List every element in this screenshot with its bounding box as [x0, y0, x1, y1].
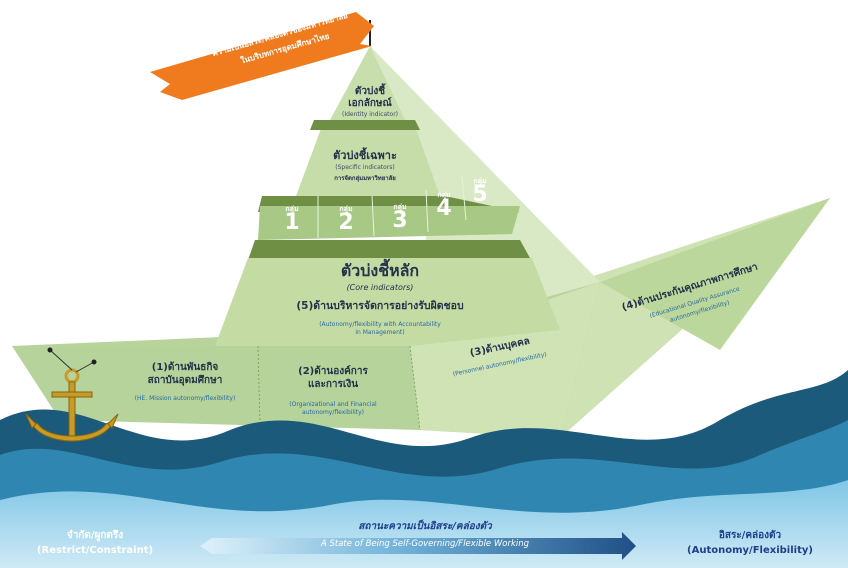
dim2-en-1: (Organizational and Financial — [289, 401, 377, 408]
group-4-number: 4 — [436, 196, 452, 221]
core-title: ตัวบ่งชี้หลัก — [340, 261, 420, 280]
scale-right-th: อิสระ/คล่องตัว — [718, 530, 782, 541]
group-strip — [258, 206, 520, 240]
dim1-en: (HE. Mission autonomy/flexibility) — [134, 395, 236, 402]
hull-divider-1 — [257, 345, 261, 426]
tier-identity — [330, 46, 405, 120]
group-3-label: กลุ่ม — [393, 203, 407, 211]
stern-shade — [600, 198, 830, 350]
specific-title: ตัวบ่งชี้เฉพาะ — [333, 149, 397, 162]
group-5-number: 5 — [472, 182, 488, 207]
anchor-rope-1 — [49, 349, 73, 371]
dim5-en-1: (Autonomy/flexibility with Accountabilit… — [319, 321, 441, 328]
group-1-label: กลุ่ม — [285, 205, 299, 213]
tier-core — [215, 258, 560, 346]
dim2-title-1: (2)ด้านองค์การ — [298, 366, 368, 377]
group-5-label: กลุ่ม — [473, 177, 487, 185]
group-3-number: 3 — [392, 208, 408, 233]
group-4-label: กลุ่ม — [437, 191, 451, 199]
group-line-2 — [371, 195, 375, 237]
dim5-en-2: in Management) — [355, 329, 405, 336]
identity-title-1: ตัวบ่งชี้ — [354, 86, 386, 97]
identity-title-2: เอกลักษณ์ — [348, 98, 392, 109]
dim1-title-2: สถาบันอุดมศึกษา — [147, 375, 223, 386]
scale-right-en: (Autonomy/Flexibility) — [687, 545, 813, 556]
group-1-number: 1 — [284, 210, 300, 235]
tier-specific — [296, 126, 440, 196]
group-line-4 — [461, 175, 467, 221]
group-2-label: กลุ่ม — [339, 205, 353, 213]
scale-arrow-tail — [200, 538, 212, 554]
scale-left-en: (Restrict/Constraint) — [36, 545, 154, 556]
scale-left-th: จำกัด/ผูกตรึง — [66, 530, 124, 541]
flag-banner — [150, 12, 374, 100]
dim2-en-2: autonomy/flexibility) — [301, 409, 365, 416]
specific-subtitle: (Specific indicators) — [335, 164, 395, 171]
tier-band-1 — [310, 120, 420, 130]
scale-arrow — [212, 532, 636, 560]
scale-center-en: A State of Being Self-Governing/Flexible… — [320, 539, 530, 549]
dim2-title-2: และการเงิน — [307, 379, 359, 390]
rope-pin-1 — [47, 347, 53, 353]
rope-pin-2 — [91, 359, 97, 365]
core-subtitle: (Core indicators) — [346, 283, 414, 292]
dim5-title: (5)ด้านบริหารจัดการอย่างรับผิดชอบ — [296, 300, 464, 312]
identity-subtitle: (Identity indicator) — [342, 111, 398, 118]
anchor-rope-2 — [75, 361, 95, 373]
dim1-title-1: (1)ด้านพันธกิจ — [151, 362, 219, 373]
scale-center-th: สถานะความเป็นอิสระ/คล่องตัว — [358, 521, 492, 532]
specific-caption: การจัดกลุ่มมหาวิทยาลัย — [334, 175, 396, 182]
group-line-3 — [425, 189, 429, 233]
tier-band-3 — [248, 240, 530, 260]
group-2-number: 2 — [338, 210, 354, 235]
